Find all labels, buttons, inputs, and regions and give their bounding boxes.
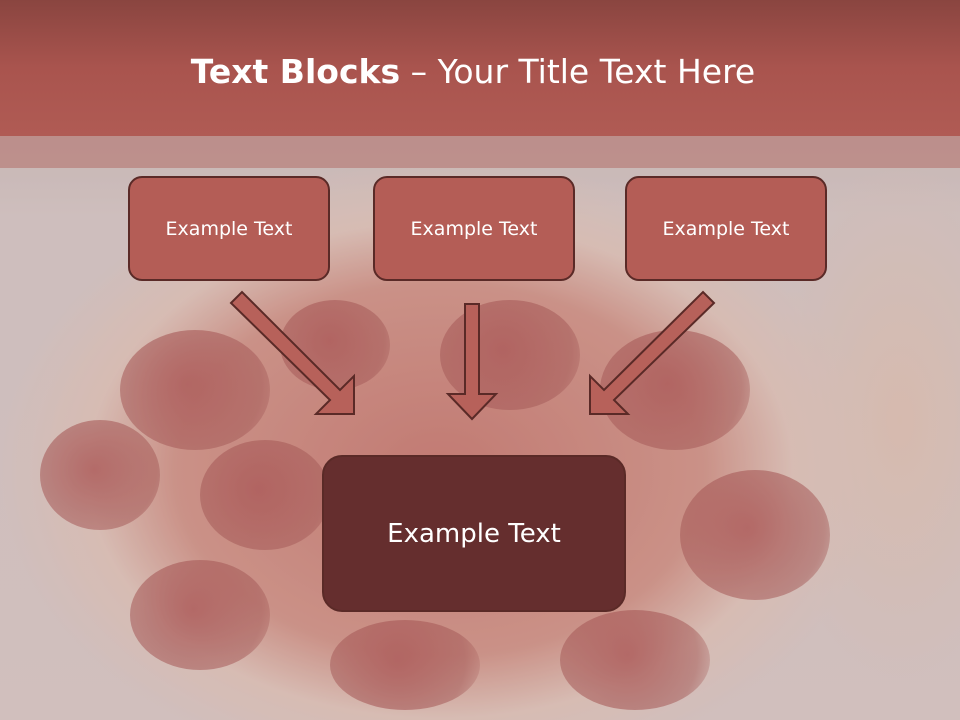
title-bold-part: Text Blocks [190,52,401,91]
pepperoni-decor [130,560,270,670]
text-block-left[interactable]: Example Text [128,176,330,281]
text-block-main-label: Example Text [387,518,561,549]
text-block-right[interactable]: Example Text [625,176,827,281]
title-bar [0,0,960,136]
text-block-right-label: Example Text [662,217,790,240]
pepperoni-decor [280,300,390,390]
pepperoni-decor [440,300,580,410]
arrow-right [589,290,716,415]
pepperoni-decor [560,610,710,710]
pepperoni-decor [330,620,480,710]
pepperoni-decor [120,330,270,450]
text-block-center-label: Example Text [410,217,538,240]
text-block-left-label: Example Text [165,217,293,240]
title-rest: Your Title Text Here [437,52,756,91]
slide-title[interactable]: Text Blocks – Your Title Text Here [0,52,946,91]
pepperoni-decor [200,440,330,550]
arrow-center [445,303,499,421]
pepperoni-decor [40,420,160,530]
arrow-left [229,290,355,415]
title-dash: – [400,52,438,91]
title-strip [0,136,960,168]
pepperoni-decor [680,470,830,600]
text-block-center[interactable]: Example Text [373,176,575,281]
text-block-main[interactable]: Example Text [322,455,626,612]
